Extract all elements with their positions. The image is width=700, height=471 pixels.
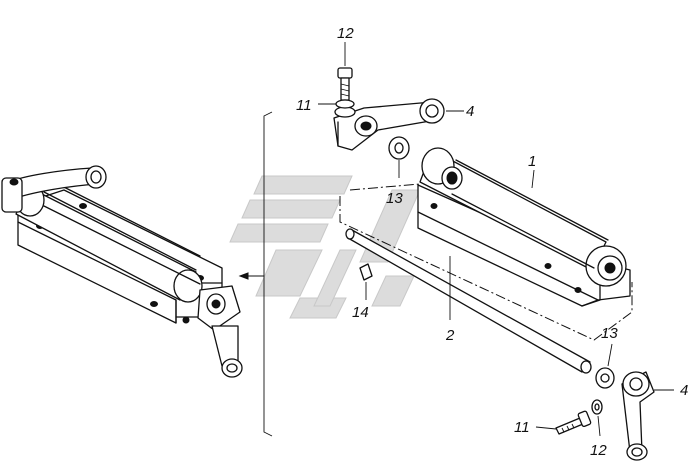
label-part-13-top: 13 [386,190,403,207]
upper-washer-part-11 [335,99,355,109]
label-part-13-bottom: 13 [601,325,618,342]
lower-lever-part-4 [621,371,655,461]
lower-bolt-part-11 [555,410,592,435]
key-part-14 [359,263,373,281]
leader-lines [318,42,674,437]
assembly-arrowhead [238,272,249,280]
label-part-2: 2 [445,327,455,344]
lower-washer-part-12 [591,399,603,415]
upper-flat-washer-part-13 [388,136,410,160]
label-part-1: 1 [528,153,536,170]
label-part-4-bottom: 4 [680,382,688,399]
label-part-11-top: 11 [296,97,312,114]
main-cylinder-part-1 [417,147,631,307]
label-part-14: 14 [352,304,369,321]
label-part-12-bottom: 12 [590,442,607,459]
alignment-outline-axis [349,183,421,191]
alignment-outline-top [339,196,633,341]
upper-bolt-part-12 [337,67,353,101]
lower-flat-washer-part-13 [595,367,615,389]
label-part-12-top: 12 [337,25,354,42]
upper-lever-part-4 [333,98,445,151]
label-part-11-bottom: 11 [514,419,530,436]
label-part-4-top: 4 [466,103,474,120]
assembled-cylinder-unit [1,165,243,378]
shaft-part-2 [345,228,592,374]
assembly-bracket-line [263,111,273,437]
